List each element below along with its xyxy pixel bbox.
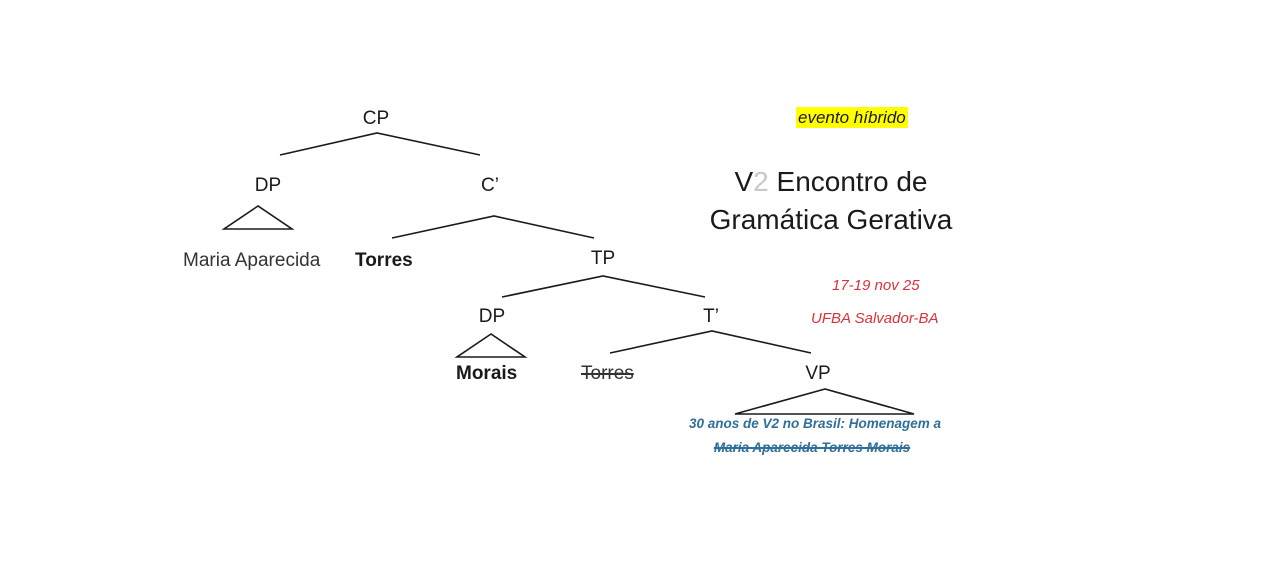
tp-branches bbox=[501, 275, 706, 298]
cp-branches bbox=[279, 132, 481, 156]
dp-tp-triangle bbox=[454, 333, 528, 358]
hybrid-event-badge: evento híbrido bbox=[796, 107, 908, 128]
leaf-maria-aparecida: Maria Aparecida bbox=[183, 250, 321, 271]
node-dp-tp: DP bbox=[478, 306, 506, 327]
event-title-line2: Gramática Gerativa bbox=[709, 204, 953, 235]
leaf-morais: Morais bbox=[456, 363, 518, 384]
event-title: V2 Encontro de Gramática Gerativa bbox=[690, 163, 972, 239]
node-dp: DP bbox=[254, 175, 282, 196]
node-t-bar: T’ bbox=[703, 306, 719, 327]
node-vp: VP bbox=[805, 363, 831, 384]
title-rest: Encontro de bbox=[768, 166, 928, 197]
dp-triangle bbox=[221, 205, 295, 230]
node-tp: TP bbox=[590, 248, 616, 269]
vp-triangle bbox=[734, 388, 915, 415]
t-bar-branches bbox=[609, 330, 812, 354]
leaf-torres-c: Torres bbox=[355, 250, 413, 271]
node-c-bar: C’ bbox=[481, 175, 499, 196]
vp-content-line1: 30 anos de V2 no Brasil: Homenagem a bbox=[688, 416, 942, 431]
leaf-torres-trace: Torres bbox=[581, 363, 634, 384]
c-bar-branches bbox=[391, 215, 595, 239]
node-cp: CP bbox=[362, 108, 390, 129]
vp-content-line2: Maria Aparecida Torres Morais bbox=[713, 440, 911, 455]
title-two: 2 bbox=[753, 166, 769, 197]
event-location: UFBA Salvador-BA bbox=[811, 310, 939, 327]
event-dates: 17-19 nov 25 bbox=[832, 277, 920, 294]
title-v: V bbox=[734, 166, 754, 197]
event-title-line1: V2 Encontro de bbox=[690, 163, 972, 201]
